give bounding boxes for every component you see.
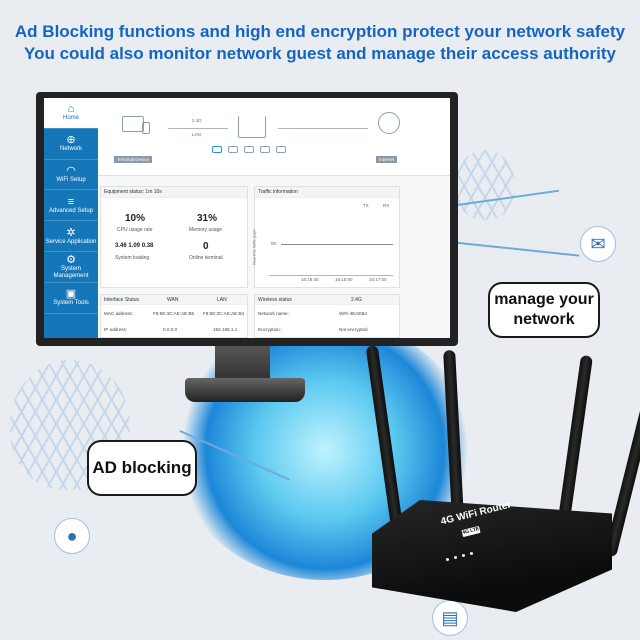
lan-ip-value: 192.168.1.1	[213, 327, 238, 332]
router-body	[372, 500, 612, 612]
lan-port-icon[interactable]	[212, 146, 222, 153]
terminal-device-label: Terminal Device	[114, 156, 153, 163]
x-axis	[269, 275, 393, 276]
router-icon	[238, 116, 266, 138]
sidebar-item-label: Home	[62, 115, 79, 122]
document-icon: ▤	[432, 600, 468, 636]
globe-internet-icon	[378, 112, 400, 134]
sidebar-item-wifi-setup[interactable]: ◠ WiFi Setup	[44, 160, 98, 191]
lan-port-icon[interactable]	[260, 146, 270, 153]
user-icon: ●	[54, 518, 90, 554]
manage-network-callout: manage your network	[488, 282, 600, 338]
globe-icon: ⊕	[66, 134, 76, 147]
x-tick-label: 16:16:40	[301, 277, 319, 282]
traffic-title: Traffic information	[255, 187, 399, 198]
encryption-label: Encryption:	[258, 327, 281, 332]
sidebar-item-service-application[interactable]: ✲ Service Application	[44, 221, 98, 252]
toolbox-icon: ▣	[65, 288, 77, 301]
sidebar-item-label: WiFi Setup	[56, 176, 86, 183]
interface-status-header: Interface Status WAN LAN	[101, 295, 247, 305]
status-led	[446, 558, 449, 561]
status-led	[462, 554, 465, 557]
lan-port-icon[interactable]	[244, 146, 254, 153]
wireless-status-panel: Wireless status 2.4G Network name: WiFi-…	[254, 294, 400, 338]
internet-label: Internet	[376, 156, 398, 163]
gear-icon: ⚙	[66, 253, 76, 266]
traffic-graph-ylabel: Real-time traffic graph	[252, 229, 257, 265]
connection-line	[168, 128, 228, 129]
equipment-status-panel: Equipment status: 1m 10s 10% CPU usage r…	[100, 186, 248, 288]
cpu-usage-value: 10%	[125, 213, 146, 224]
x-tick-label: 16:16:50	[335, 277, 353, 282]
status-led	[454, 556, 457, 559]
ad-blocking-callout: AD blocking	[87, 440, 197, 496]
lan-label: LAN	[192, 132, 201, 137]
traffic-line	[281, 244, 393, 245]
wifi-icon: ◠	[66, 164, 76, 177]
service-icon: ✲	[66, 226, 76, 239]
sidebar-item-network[interactable]: ⊕ Network	[44, 129, 98, 160]
phone-icon	[142, 122, 150, 134]
sidebar-item-label: Advanced Setup	[48, 207, 94, 214]
sidebar-item-advanced-setup[interactable]: ≡ Advanced Setup	[44, 190, 98, 222]
encryption-value: Not encrypted	[339, 327, 368, 332]
lan-column-header: LAN	[217, 297, 227, 303]
memory-usage-label: Memory usage	[189, 227, 223, 233]
legend-rx: RX	[383, 203, 390, 208]
wan-port-icon[interactable]	[276, 146, 286, 153]
y-tick-label: 0K	[271, 241, 277, 246]
wan-column-header: WAN	[167, 297, 179, 303]
headline-line-2: You could also monitor network guest and…	[24, 44, 616, 63]
dashboard-content: Terminal Device 2.4G LAN Internet Equipm…	[98, 98, 450, 338]
connection-line	[278, 128, 368, 129]
network-name-value: WiFi-4EAEB4	[339, 311, 368, 316]
online-terminal-label: Online terminal	[189, 255, 223, 261]
router-admin-screen: ⌂ Home ⊕ Network ◠ WiFi Setup ≡ Advanced…	[44, 98, 450, 338]
memory-usage-value: 31%	[197, 213, 218, 224]
monitor-stand-base	[185, 378, 305, 402]
computer-icon	[122, 116, 144, 132]
mac-address-label: MAC address:	[104, 311, 134, 316]
network-line	[439, 240, 580, 257]
legend-tx: TX	[363, 203, 369, 208]
sidebar-item-home[interactable]: ⌂ Home	[44, 98, 98, 129]
home-icon: ⌂	[67, 103, 75, 116]
interface-status-title: Interface Status	[104, 297, 140, 303]
sliders-icon: ≡	[67, 195, 75, 208]
sidebar-item-label: Network	[59, 146, 82, 153]
wireless-status-title: Wireless status	[258, 297, 292, 303]
sidebar-item-label: System Management	[53, 265, 89, 279]
network-name-label: Network name:	[258, 311, 289, 316]
equipment-status-title: Equipment status: 1m 10s	[101, 187, 247, 198]
lan-port-icon[interactable]	[228, 146, 238, 153]
sidebar-item-system-management[interactable]: ⚙ System Management	[44, 252, 98, 283]
sidebar: ⌂ Home ⊕ Network ◠ WiFi Setup ≡ Advanced…	[44, 98, 98, 338]
cpu-usage-label: CPU usage rate	[117, 227, 153, 233]
wan-ip-value: 0.0.0.0	[163, 327, 178, 332]
sidebar-item-label: Service Application	[45, 238, 97, 245]
sidebar-item-system-tools[interactable]: ▣ System Tools	[44, 283, 98, 314]
monitor: ⌂ Home ⊕ Network ◠ WiFi Setup ≡ Advanced…	[36, 92, 458, 346]
lan-mac-value: F8:5E:3C:AE:AE:B4	[203, 311, 245, 316]
band-label: 2.4G	[192, 118, 202, 123]
sidebar-item-label: System Tools	[53, 300, 89, 307]
shield-pattern-right	[455, 150, 515, 220]
ip-address-label: IP address:	[104, 327, 128, 332]
x-tick-label: 16:17:00	[369, 277, 387, 282]
interface-status-panel: Interface Status WAN LAN MAC address: F8…	[100, 294, 248, 338]
network-topology: Terminal Device 2.4G LAN Internet	[98, 98, 450, 176]
wireless-status-header: Wireless status 2.4G	[255, 295, 399, 305]
wireless-band-header: 2.4G	[351, 297, 362, 303]
mail-icon: ✉	[580, 226, 616, 262]
router-antenna	[556, 354, 593, 535]
wan-mac-value: F8:5E:3C:AE:AE:B5	[153, 311, 195, 316]
traffic-information-panel: Traffic information TX RX Real-time traf…	[252, 186, 400, 288]
system-loading-value: 3.46 1.09 0.38	[115, 243, 154, 249]
status-led	[470, 552, 473, 555]
online-terminal-value: 0	[203, 241, 209, 252]
monitor-stand-neck	[215, 346, 270, 380]
system-loading-label: System loading	[115, 255, 150, 261]
headline-line-1: Ad Blocking functions and high end encry…	[14, 22, 626, 41]
